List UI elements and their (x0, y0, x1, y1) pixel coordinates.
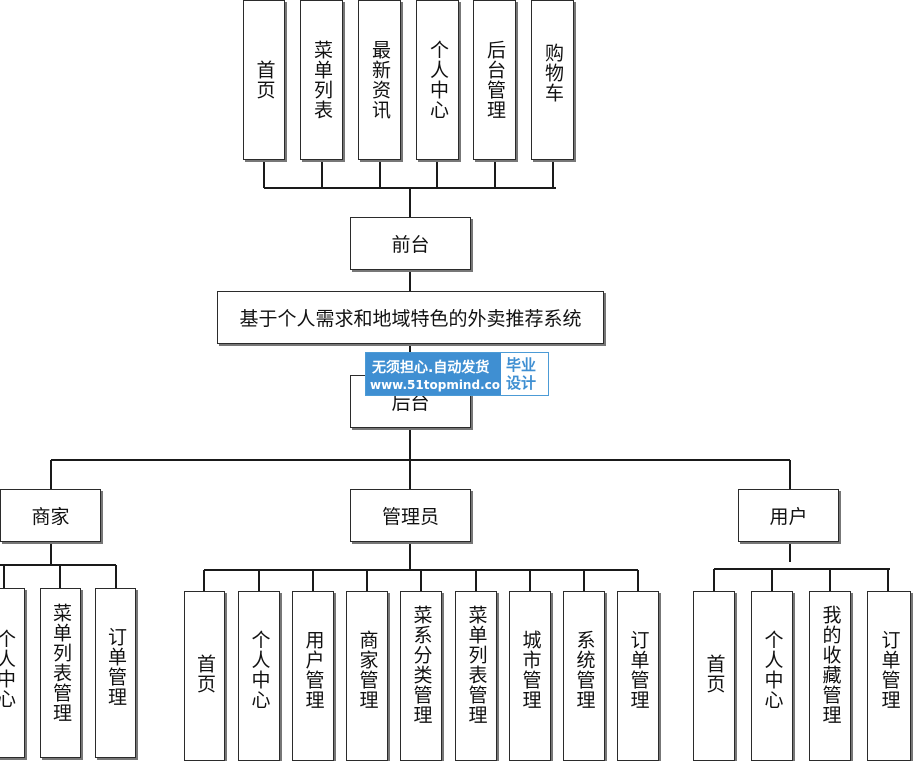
merchant-node-order-mgmt: 订单管理 (95, 588, 136, 758)
admin-node-order-mgmt: 订单管理 (617, 591, 659, 761)
user-node-personal-center: 个人中心 (751, 591, 793, 761)
watermark-url: www.51topmind.com (370, 378, 513, 392)
admin-node-system-mgmt: 系统管理 (563, 591, 605, 761)
merchant-node-personal-center: 个人中心 (0, 588, 25, 758)
admin-node-city-mgmt: 城市管理 (509, 591, 551, 761)
frontend-node-home: 首页 (243, 0, 285, 160)
frontend-node-admin: 后台管理 (473, 0, 516, 160)
user-node-home: 首页 (693, 591, 735, 761)
frontend-node-menu-list: 菜单列表 (300, 0, 343, 160)
admin-node-cuisine-category-mgmt: 菜系分类管理 (400, 591, 442, 761)
admin-node-personal-center: 个人中心 (238, 591, 280, 761)
merchant-node-menu-list-mgmt: 菜单列表管理 (40, 588, 81, 758)
watermark-badge: 无须担心.自动发货 www.51topmind.com 毕业 设计 (365, 352, 549, 396)
watermark-side-text: 毕业 设计 (506, 356, 537, 392)
root-node: 基于个人需求和地域特色的外卖推荐系统 (217, 291, 604, 344)
frontend-node: 前台 (350, 217, 471, 270)
frontend-node-latest-news: 最新资讯 (358, 0, 401, 160)
admin-node-user-mgmt: 用户管理 (292, 591, 334, 761)
frontend-node-personal-center: 个人中心 (416, 0, 459, 160)
watermark-blue-panel: 无须担心.自动发货 www.51topmind.com (366, 353, 513, 395)
admin-node-menu-list-mgmt: 菜单列表管理 (455, 591, 497, 761)
user-node-favorites-mgmt: 我的收藏管理 (809, 591, 851, 761)
admin-node-home: 首页 (184, 591, 225, 761)
user-node-order-mgmt: 订单管理 (867, 591, 911, 761)
admin-node-merchant-mgmt: 商家管理 (346, 591, 388, 761)
watermark-line1: 无须担心.自动发货 (372, 360, 490, 376)
role-node-user: 用户 (738, 489, 839, 542)
role-node-merchant: 商家 (0, 489, 101, 542)
frontend-node-cart: 购物车 (531, 0, 574, 160)
role-node-admin: 管理员 (350, 489, 471, 542)
